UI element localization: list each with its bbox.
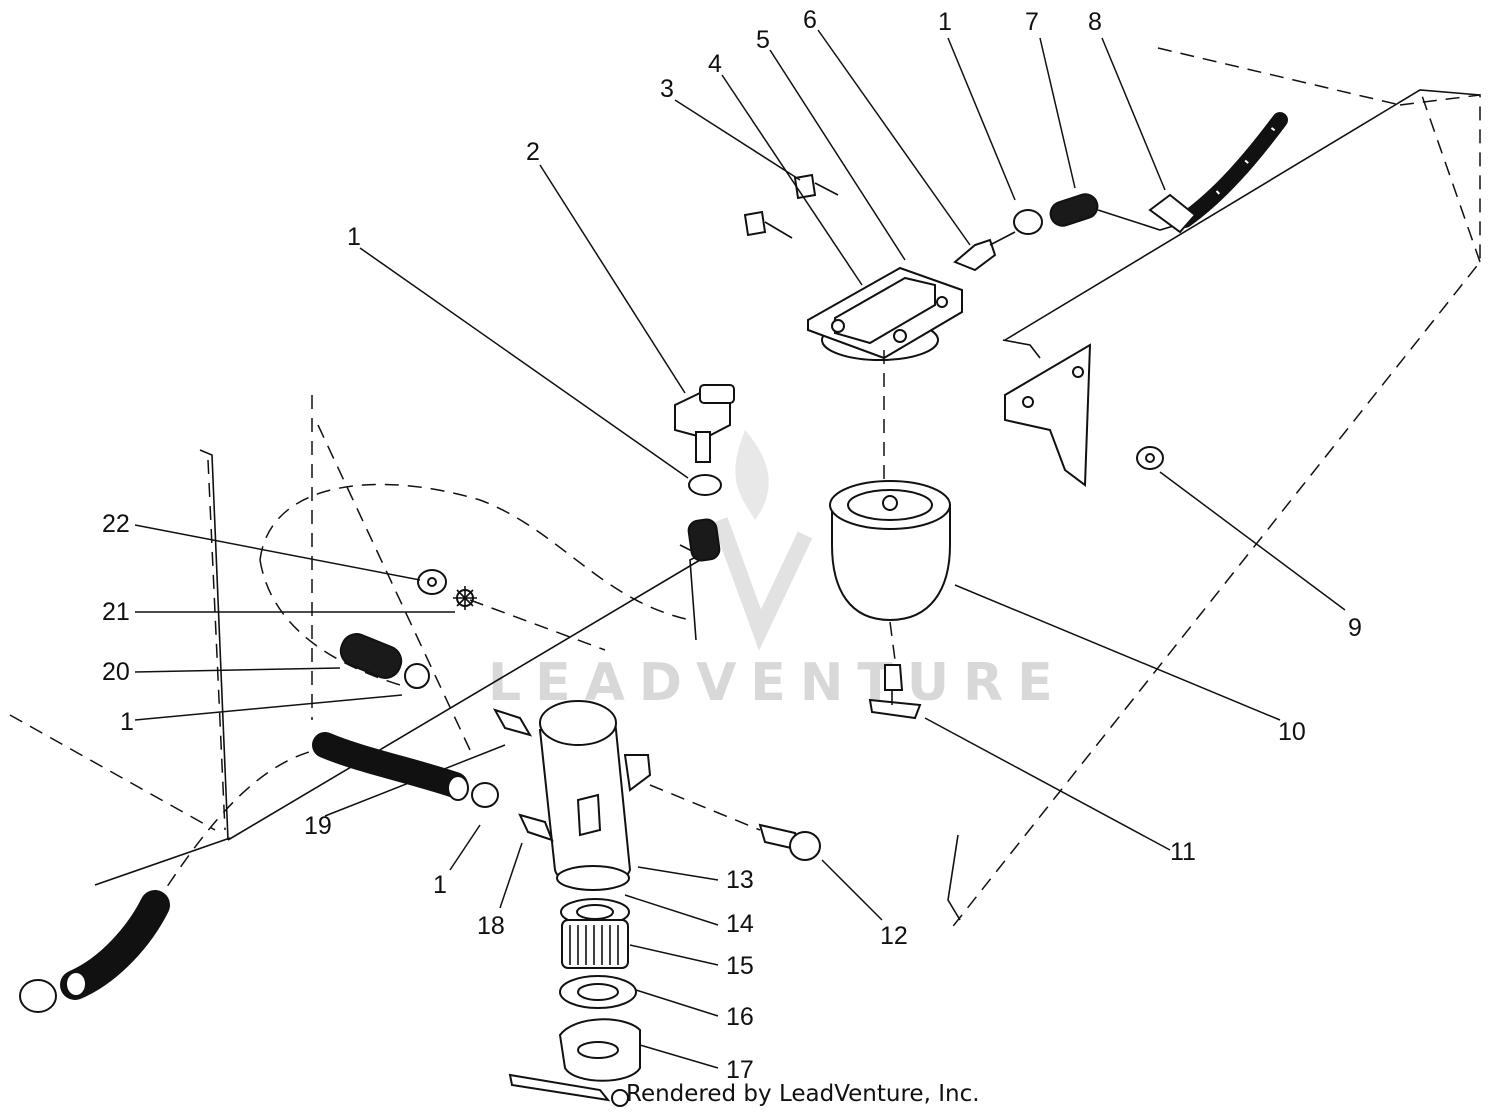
callout-7: 7 xyxy=(1025,8,1039,36)
watermark: LEADVENTURE xyxy=(488,430,1053,713)
callout-5: 5 xyxy=(756,26,770,54)
callout-16: 16 xyxy=(726,1003,754,1031)
hose-lower-left xyxy=(19,747,326,1013)
callout-13: 13 xyxy=(726,866,754,894)
filter-bowl xyxy=(829,350,951,661)
callout-1-left: 1 xyxy=(120,708,134,736)
washer-21 xyxy=(453,586,477,610)
bolts-upper xyxy=(743,173,839,239)
hose-lower-right xyxy=(312,732,499,808)
leader-lines xyxy=(134,29,1346,1069)
elbow-fitting xyxy=(674,384,735,463)
callout-12: 12 xyxy=(880,922,908,950)
callout-19: 19 xyxy=(304,812,332,840)
render-credit: Rendered by LeadVenture, Inc. xyxy=(626,1081,980,1107)
callout-2: 2 xyxy=(526,138,540,166)
filter-stack xyxy=(508,865,641,1107)
callout-22: 22 xyxy=(102,510,130,538)
callout-6: 6 xyxy=(803,6,817,34)
callout-20: 20 xyxy=(102,658,130,686)
nut-22 xyxy=(417,569,447,595)
drain-valve xyxy=(868,664,922,720)
callout-1-low: 1 xyxy=(433,871,447,899)
callout-10: 10 xyxy=(1278,718,1306,746)
callout-8: 8 xyxy=(1088,8,1102,36)
hardware-axis xyxy=(469,599,606,651)
callout-9: 9 xyxy=(1348,614,1362,642)
callout-11: 11 xyxy=(1170,838,1196,866)
water-separator xyxy=(492,700,652,888)
nut-9 xyxy=(1136,446,1164,470)
fuel-line-top xyxy=(1148,112,1288,234)
bolt-12 xyxy=(649,784,821,861)
hose-segment-upper-left xyxy=(687,474,722,562)
callout-17: 17 xyxy=(726,1056,754,1084)
callout-1-mid: 1 xyxy=(347,223,361,251)
callout-4: 4 xyxy=(708,50,722,78)
callout-3: 3 xyxy=(660,75,674,103)
mounting-bracket xyxy=(1004,343,1092,487)
callout-1-top: 1 xyxy=(938,8,952,36)
callout-21: 21 xyxy=(102,598,130,626)
callout-labels: 1 7 8 6 5 4 3 2 1 22 21 20 1 19 1 18 13 … xyxy=(102,6,1362,1084)
hose-20 xyxy=(339,633,430,689)
chassis-outline xyxy=(9,47,1481,931)
filter-head xyxy=(807,266,963,361)
callout-14: 14 xyxy=(726,910,754,938)
callout-15: 15 xyxy=(726,952,754,980)
callout-18: 18 xyxy=(477,912,505,940)
hose-segment-7 xyxy=(953,193,1099,272)
